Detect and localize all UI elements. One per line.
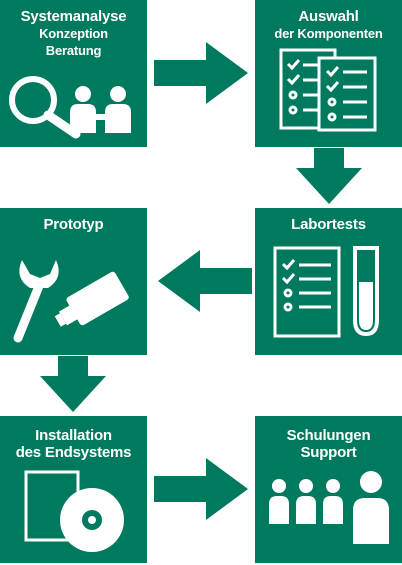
step-title: Schulungen Support — [255, 427, 402, 461]
step-title-line1: Prototyp — [43, 216, 104, 233]
disc-case-icon — [24, 470, 124, 552]
wrench-camera-icon — [13, 260, 129, 343]
step-title: Labortests — [255, 216, 402, 233]
step-title: Systemanalyse Konzeption Beratung — [0, 8, 147, 59]
step-title-line1: Schulungen — [286, 427, 371, 444]
step-title-line1: Systemanalyse — [20, 8, 127, 25]
arrow-down-icon — [40, 356, 106, 412]
step-installation: Installation des Endsystems — [0, 416, 147, 563]
arrow-left-icon — [158, 250, 252, 312]
step-title-line2: Support — [300, 444, 357, 461]
arrow-right-icon — [154, 458, 248, 520]
step-title-line2: des Endsystems — [15, 444, 132, 461]
step-schulungen: Schulungen Support — [255, 416, 402, 563]
step-title-line1: Installation — [35, 427, 112, 444]
step-title-line2: Konzeption — [39, 26, 108, 41]
step-auswahl: Auswahl der Komponenten — [255, 0, 402, 147]
step-title: Prototyp — [0, 216, 147, 233]
magnifier-people-icon — [9, 76, 131, 139]
checklist-testtube-icon — [273, 246, 379, 338]
step-title-line3: Beratung — [45, 43, 102, 58]
step-title: Auswahl der Komponenten — [255, 8, 402, 42]
step-title-line1: Auswahl — [298, 8, 359, 25]
people-group-icon — [269, 471, 389, 544]
step-title: Installation des Endsystems — [0, 427, 147, 461]
step-systemanalyse: Systemanalyse Konzeption Beratung — [0, 0, 147, 147]
arrow-right-icon — [154, 42, 248, 104]
arrow-down-icon — [296, 148, 362, 204]
step-title-line2: der Komponenten — [274, 26, 383, 41]
checklist-documents-icon — [279, 48, 377, 132]
step-prototyp: Prototyp — [0, 208, 147, 355]
step-title-line1: Labortests — [291, 216, 366, 233]
step-labortests: Labortests — [255, 208, 402, 355]
